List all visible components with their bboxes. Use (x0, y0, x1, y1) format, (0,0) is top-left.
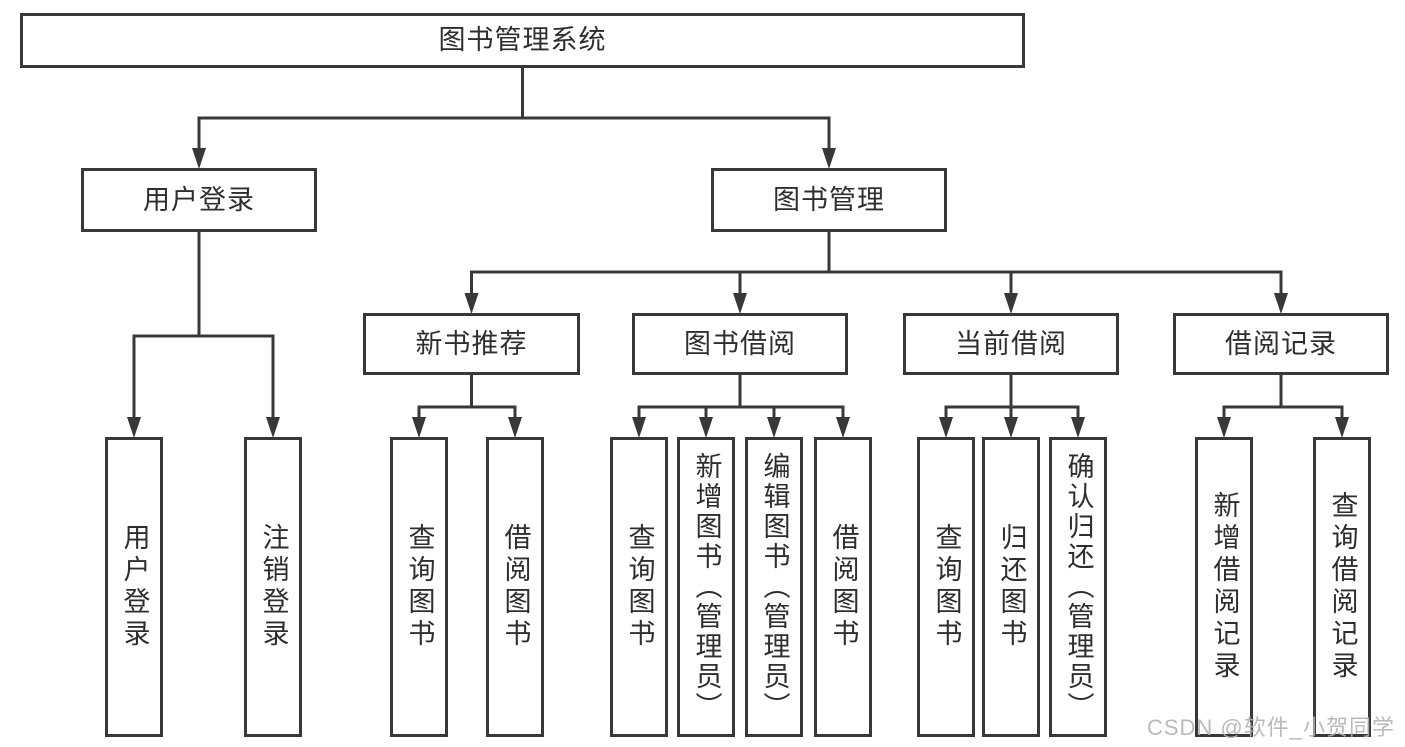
node-bb-edit: 编辑图书（管理员） (745, 437, 803, 737)
node-borrow-records: 借阅记录 (1173, 313, 1389, 375)
node-book-borrow: 图书借阅 (632, 313, 848, 375)
node-cb-confirm: 确认归还（管理员） (1049, 437, 1107, 737)
node-nb-search: 查询图书 (390, 437, 448, 737)
node-bb-borrow: 借阅图书 (814, 437, 872, 737)
node-login-leaf: 用户登录 (105, 437, 163, 737)
node-cb-return: 归还图书 (982, 437, 1040, 737)
node-bb-add: 新增图书（管理员） (677, 437, 735, 737)
node-nb-borrow: 借阅图书 (486, 437, 544, 737)
node-bb-search: 查询图书 (610, 437, 668, 737)
node-current-borrow: 当前借阅 (903, 313, 1119, 375)
node-book-mgmt: 图书管理 (711, 168, 947, 232)
node-br-search: 查询借阅记录 (1313, 437, 1371, 737)
node-new-books: 新书推荐 (363, 313, 580, 375)
node-logout-leaf: 注销登录 (244, 437, 302, 737)
node-br-add: 新增借阅记录 (1195, 437, 1253, 737)
node-root: 图书管理系统 (20, 13, 1025, 68)
node-cb-search: 查询图书 (917, 437, 975, 737)
node-user-login: 用户登录 (81, 168, 317, 232)
csdn-watermark: CSDN @软件_小贺同学 (1146, 715, 1395, 740)
